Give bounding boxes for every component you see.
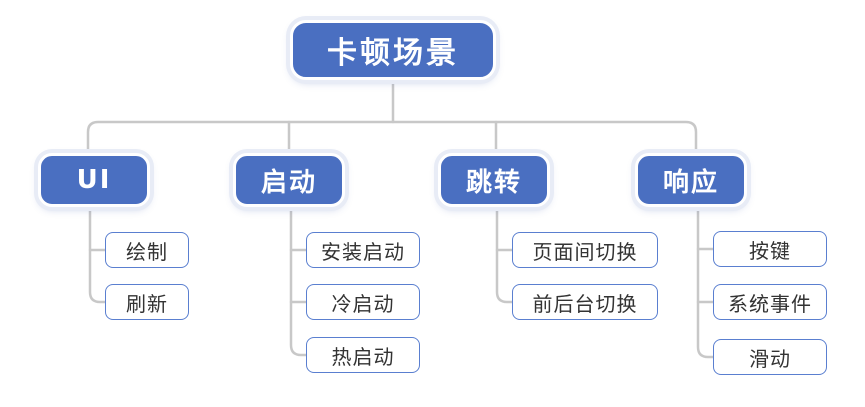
leaf-node: 按键 bbox=[713, 231, 827, 267]
leaf-node: 热启动 bbox=[306, 337, 420, 373]
leaf-node: 滑动 bbox=[713, 339, 827, 375]
leaf-node: 前后台切换 bbox=[512, 284, 658, 320]
leaf-node: 冷启动 bbox=[306, 284, 420, 320]
category-node-ui: UI bbox=[38, 153, 150, 207]
leaf-node: 系统事件 bbox=[713, 284, 827, 320]
category-node-response: 响应 bbox=[635, 153, 747, 207]
category-node-startup: 启动 bbox=[233, 153, 345, 207]
category-node-navigation: 跳转 bbox=[438, 153, 550, 207]
leaf-node: 安装启动 bbox=[306, 232, 420, 268]
leaf-node: 页面间切换 bbox=[512, 232, 658, 268]
leaf-node: 绘制 bbox=[105, 232, 189, 268]
root-node: 卡顿场景 bbox=[290, 20, 496, 80]
leaf-node: 刷新 bbox=[105, 284, 189, 320]
